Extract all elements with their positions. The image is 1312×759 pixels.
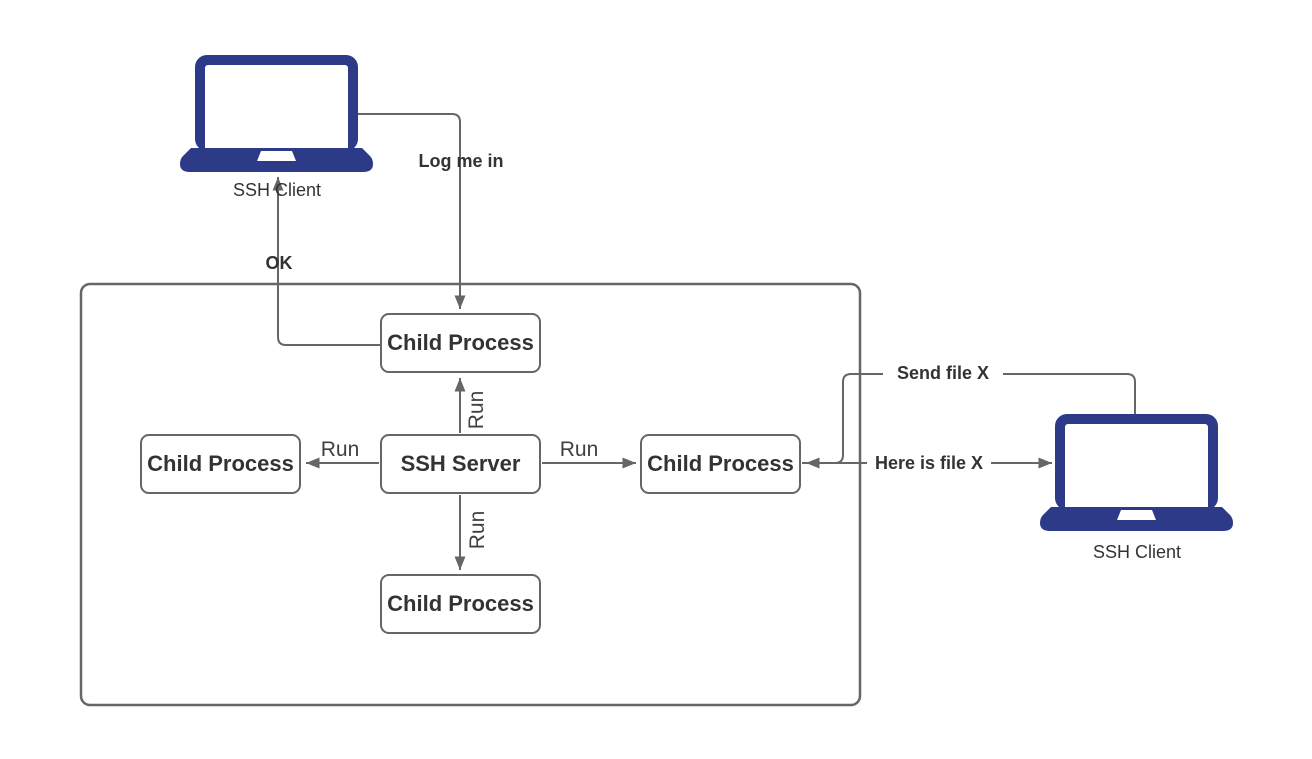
edge-label-run-right: Run (559, 438, 599, 461)
node-label: Child Process (147, 451, 294, 476)
edge-label-here-is-file-x: Here is file X (867, 453, 991, 473)
edge-label-run-left: Run (320, 438, 360, 461)
edge-log-me-in (358, 113, 466, 309)
ssh-client-right-label: SSH Client (1092, 542, 1182, 562)
node-label: SSH Server (400, 451, 521, 476)
edge-ok (272, 177, 380, 346)
node-child-process-top: Child Process (380, 313, 541, 373)
edge-send-file-x (806, 373, 1136, 469)
edge-label-log-me-in: Log me in (418, 151, 504, 171)
laptop-icon (1040, 414, 1233, 532)
edge-label-run-top: Run (465, 390, 488, 430)
ssh-client-left-label: SSH Client (232, 180, 322, 200)
node-label: Child Process (647, 451, 794, 476)
node-child-process-bottom: Child Process (380, 574, 541, 634)
node-child-process-right: Child Process (640, 434, 801, 494)
node-child-process-left: Child Process (140, 434, 301, 494)
edge-label-send-file-x: Send file X (883, 363, 1003, 383)
edge-label-ok: OK (265, 253, 293, 273)
node-label: Child Process (387, 330, 534, 355)
laptop-icon (180, 55, 373, 173)
server-host-boundary (79, 282, 862, 707)
edge-label-run-bottom: Run (466, 510, 489, 550)
node-ssh-server: SSH Server (380, 434, 541, 494)
node-label: Child Process (387, 591, 534, 616)
